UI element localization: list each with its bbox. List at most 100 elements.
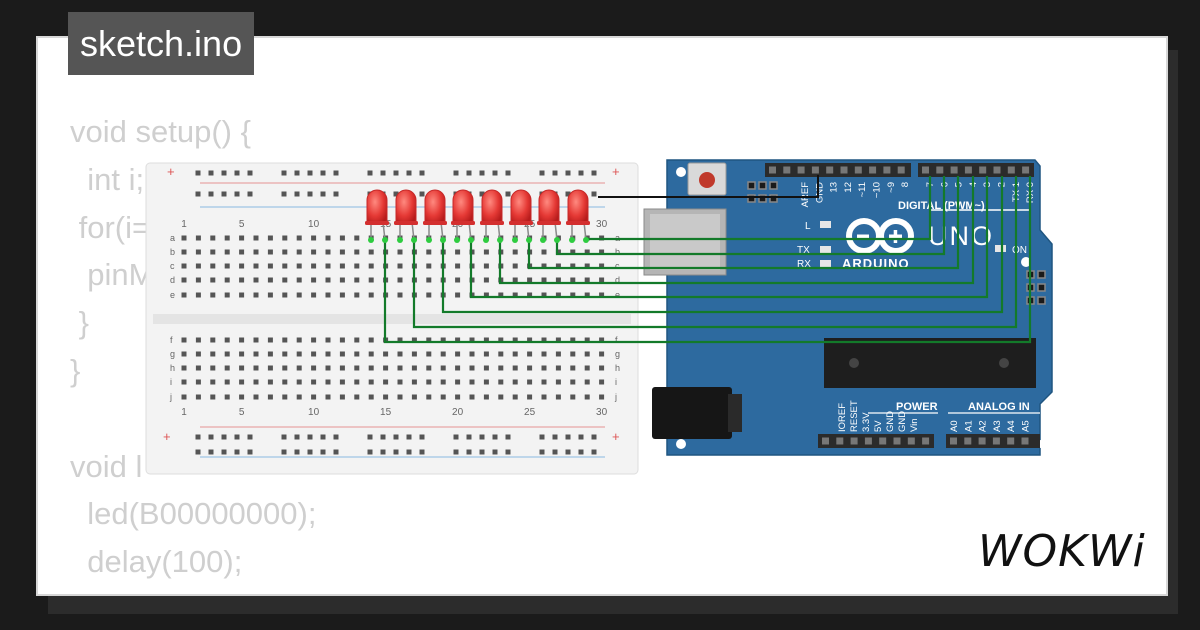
rail-hole [234,170,240,176]
pin-label: 12 [843,182,854,193]
breadboard-hole [311,235,317,241]
rail-hole [221,449,227,455]
wire[interactable] [555,176,946,256]
pin-label: GND [885,411,896,432]
rail-hole [195,449,201,455]
breadboard-hole [354,292,360,298]
icsp-pin [1037,296,1046,305]
wire[interactable] [412,176,1018,329]
led[interactable] [480,189,504,243]
rail-plus-tl: + [167,164,175,179]
breadboard-hole [555,365,561,371]
breadboard-hole [584,351,590,357]
rail-hole [505,170,511,176]
breadboard-hole [181,277,187,283]
ground-wire[interactable] [598,175,819,198]
breadboard-hole [354,394,360,400]
row-letter: j [614,392,617,402]
breadboard-hole [311,379,317,385]
wire[interactable] [498,176,975,285]
wire[interactable] [383,176,1032,344]
breadboard-hole [599,351,605,357]
digital-header-right [918,163,1034,177]
led-body [395,189,417,225]
led-body [481,189,503,225]
wire[interactable] [527,176,960,270]
breadboard-hole [512,263,518,269]
header-pin [1007,437,1015,445]
icsp-header [747,181,778,203]
rail-hole [208,434,214,440]
breadboard-hole [527,292,533,298]
breadboard-hole [426,277,432,283]
header-pin [992,437,1000,445]
breadboard-hole [440,394,446,400]
breadboard-hole [311,263,317,269]
breadboard-hole [512,277,518,283]
led[interactable] [423,189,447,243]
led[interactable] [566,189,590,243]
rail-hole [479,434,485,440]
rail-hole [552,434,558,440]
breadboard-hole [253,277,259,283]
breadboard-hole [253,379,259,385]
breadboard-hole [195,263,201,269]
breadboard-hole [239,263,245,269]
wire[interactable] [469,176,989,299]
breadboard-hole [584,263,590,269]
rail-hole [281,191,287,197]
breadboard-hole [512,337,518,343]
file-tab[interactable]: sketch.ino [68,12,255,75]
breadboard-hole [282,249,288,255]
breadboard-hole [253,249,259,255]
led-rx [820,260,831,267]
pin-label: A0 [949,420,960,432]
power-jack [652,387,732,439]
rail-hole [307,434,313,440]
breadboard-hole [426,365,432,371]
rail-hole [333,170,339,176]
breadboard-hole [354,263,360,269]
rail-hole [380,170,386,176]
header-pin [854,166,862,174]
breadboard-hole [512,365,518,371]
mount-hole [1021,257,1031,267]
led[interactable] [365,189,389,243]
rail-hole [247,434,253,440]
breadboard-hole [224,337,230,343]
led-rim [394,221,418,225]
led[interactable] [537,189,561,243]
breadboard-hole [455,351,461,357]
header-pin [864,437,872,445]
led-l [820,221,831,228]
breadboard-hole [498,351,504,357]
reset-button[interactable] [699,172,715,188]
breadboard-hole [267,379,273,385]
icsp-pin [758,181,767,190]
breadboard-hole [469,365,475,371]
header-pin [964,437,972,445]
led[interactable] [451,189,475,243]
breadboard-hole [267,277,273,283]
header-pin [822,437,829,445]
breadboard-hole [368,249,374,255]
led[interactable] [394,189,418,243]
led[interactable] [509,189,533,243]
pin-label: AREF [800,182,811,208]
wire[interactable] [441,176,1004,314]
breadboard-hole [325,365,331,371]
rail-hole [234,434,240,440]
breadboard-hole [224,263,230,269]
breadboard-hole [296,263,302,269]
breadboard-hole [195,337,201,343]
breadboard-hole [210,235,216,241]
breadboard-hole [325,379,331,385]
breadboard-hole [239,235,245,241]
breadboard-hole [411,379,417,385]
breadboard-hole [584,365,590,371]
breadboard-hole [512,249,518,255]
rail-hole [367,434,373,440]
breadboard-hole [584,277,590,283]
breadboard-hole [483,351,489,357]
